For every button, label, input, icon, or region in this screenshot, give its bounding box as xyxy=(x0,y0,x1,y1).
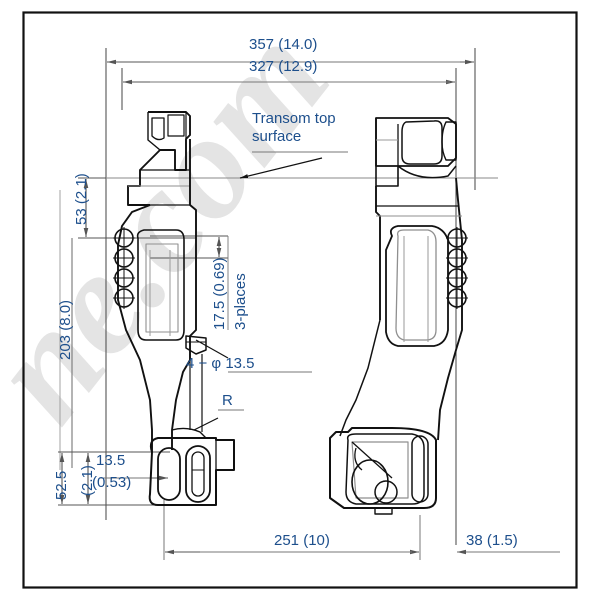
left-view-bracket xyxy=(113,111,235,506)
leader-transom-top xyxy=(239,157,323,179)
dimension-lines xyxy=(58,48,560,560)
sheet-border xyxy=(22,11,578,589)
note-radius-callout: R xyxy=(222,392,233,409)
dim-lower-height-label: 52.5 xyxy=(53,470,70,500)
note-three-places: 3-places xyxy=(232,273,249,330)
dim-bottom-width-label: 251 (10) xyxy=(274,532,330,549)
right-view-bracket xyxy=(329,117,468,515)
leader-hole-callout xyxy=(195,339,229,359)
dim-inner-width-label: 327 (12.9) xyxy=(249,58,318,75)
note-transom-top-surface-line1: Transom top xyxy=(252,110,336,127)
dim-slot-width-in-label: (0.53) xyxy=(92,474,132,491)
leader-lines xyxy=(193,151,348,431)
note-hole-callout: 4 − φ 13.5 xyxy=(186,355,255,372)
leader-radius xyxy=(193,417,219,431)
note-transom-top-surface-line2: surface xyxy=(252,128,302,145)
dim-upper-height-label: 53 (2.1) xyxy=(73,173,90,225)
dim-hole-pitch-label: 17.5 (0.69) xyxy=(211,257,228,330)
dim-mid-height-label: 203 (8.0) xyxy=(57,299,74,360)
dim-slot-width-mm-label: 13.5 xyxy=(96,452,126,469)
dim-bottom-offset-label: 38 (1.5) xyxy=(466,532,518,549)
dim-overall-width-label: 357 (14.0) xyxy=(249,36,318,53)
